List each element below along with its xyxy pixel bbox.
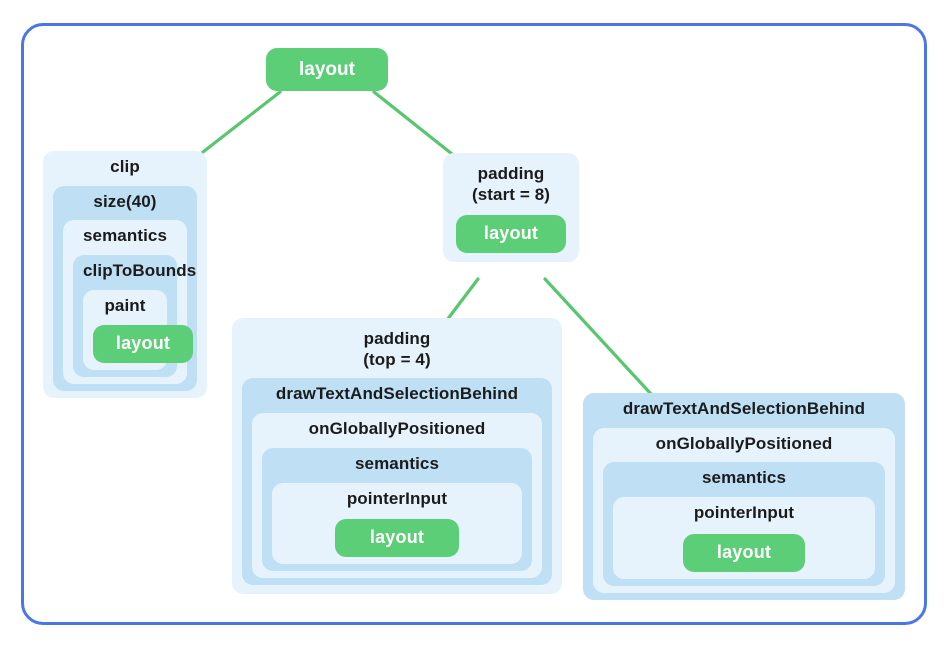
node-semantics[interactable]: semantics clipToBounds paint layout — [63, 220, 197, 384]
diagram-frame — [21, 23, 927, 625]
node-root-layout[interactable]: layout — [266, 48, 388, 91]
label-draw-text-and-selection-behind: drawTextAndSelectionBehind — [275, 384, 519, 404]
node-size[interactable]: size(40) semantics clipToBounds paint la… — [53, 185, 197, 391]
label-pointer-input: pointerInput — [346, 488, 448, 508]
node-clip-to-bounds[interactable]: clipToBounds paint layout — [73, 255, 197, 377]
label-on-globally-positioned: onGloballyPositioned — [308, 419, 486, 439]
node-clip-stack[interactable]: clip size(40) semantics clipToBounds pai… — [43, 151, 207, 398]
label-padding-start-name: padding — [477, 164, 545, 183]
label-size: size(40) — [93, 191, 157, 211]
label-padding-start: padding (start = 8) — [453, 164, 569, 207]
node-padding-start-layout[interactable]: layout — [456, 215, 566, 254]
label-semantics: semantics — [354, 453, 440, 473]
node-pointer-input[interactable]: pointerInput layout — [613, 497, 875, 579]
label-clip: clip — [110, 157, 140, 176]
node-paint[interactable]: paint layout — [83, 289, 193, 370]
label-semantics: semantics — [701, 468, 787, 488]
node-padding-start[interactable]: padding (start = 8) layout — [443, 153, 579, 263]
node-draw-text-and-selection-behind[interactable]: drawTextAndSelectionBehind onGloballyPos… — [242, 378, 552, 586]
node-semantics[interactable]: semantics pointerInput layout — [603, 462, 885, 586]
node-pointer-input[interactable]: pointerInput layout — [272, 482, 522, 565]
node-semantics[interactable]: semantics pointerInput layout — [262, 447, 532, 572]
node-layout-leaf[interactable]: layout — [335, 519, 459, 558]
node-text-stack[interactable]: drawTextAndSelectionBehind onGloballyPos… — [583, 393, 905, 600]
label-clip-to-bounds: clipToBounds — [83, 261, 197, 281]
label-padding-top-name: padding — [363, 329, 431, 348]
node-layout-leaf[interactable]: layout — [93, 324, 193, 363]
label-on-globally-positioned: onGloballyPositioned — [655, 433, 833, 453]
node-on-globally-positioned[interactable]: onGloballyPositioned semantics pointerIn… — [593, 427, 895, 593]
label-paint: paint — [104, 295, 146, 315]
node-on-globally-positioned[interactable]: onGloballyPositioned semantics pointerIn… — [252, 413, 542, 579]
label-padding-start-arg: (start = 8) — [471, 184, 551, 204]
node-padding-top[interactable]: padding (top = 4) drawTextAndSelectionBe… — [232, 318, 562, 595]
label-semantics: semantics — [82, 226, 168, 246]
node-layout-leaf[interactable]: layout — [683, 533, 805, 572]
label-pointer-input: pointerInput — [693, 503, 795, 523]
label-padding-top: padding (top = 4) — [242, 329, 552, 372]
label-padding-top-arg: (top = 4) — [363, 349, 431, 369]
label-draw-text-and-selection-behind: drawTextAndSelectionBehind — [622, 399, 866, 418]
